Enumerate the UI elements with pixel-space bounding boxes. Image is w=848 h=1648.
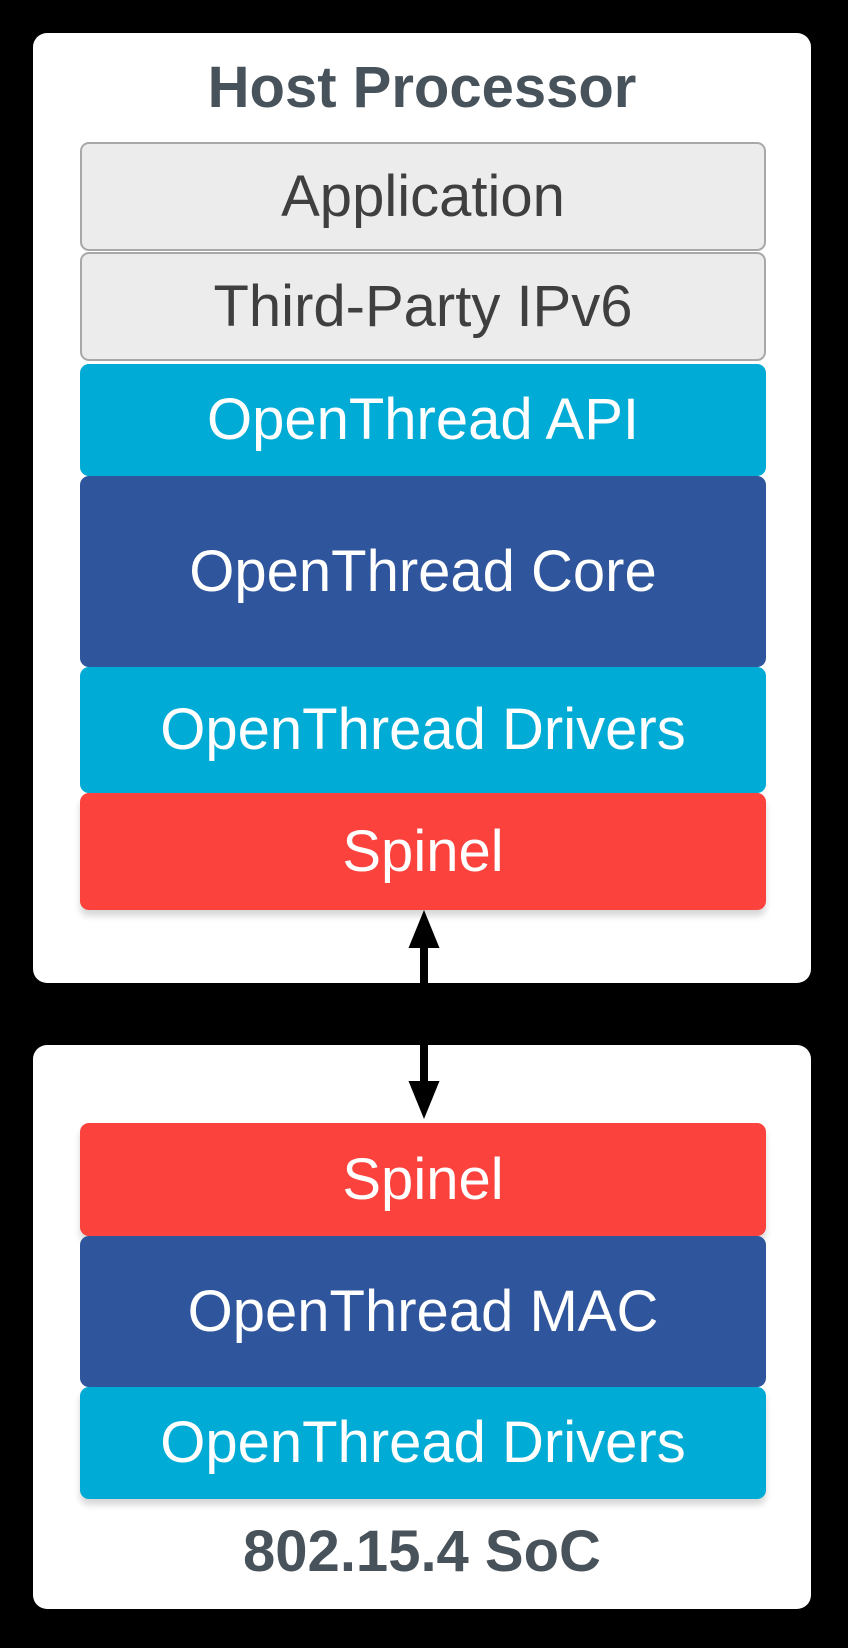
layer-third-party-ipv6-label: Third-Party IPv6 (213, 273, 633, 339)
soc-title: 802.15.4 SoC (243, 1519, 601, 1584)
host-processor-card: Host Processor Application Third-Party I… (33, 33, 811, 983)
layer-application-label: Application (281, 163, 565, 229)
layer-openthread-drivers-host: OpenThread Drivers (80, 667, 766, 793)
layer-openthread-mac-label: OpenThread MAC (187, 1278, 659, 1344)
layer-spinel-host-label: Spinel (342, 818, 504, 884)
soc-card: Spinel OpenThread MAC OpenThread Drivers… (33, 1045, 811, 1609)
layer-openthread-api: OpenThread API (80, 364, 766, 476)
layer-spinel-host: Spinel (80, 793, 766, 910)
layer-openthread-core: OpenThread Core (80, 476, 766, 667)
layer-openthread-core-label: OpenThread Core (189, 538, 657, 604)
layer-application: Application (80, 142, 766, 251)
layer-openthread-mac: OpenThread MAC (80, 1236, 766, 1387)
layer-openthread-drivers-soc-label: OpenThread Drivers (160, 1410, 686, 1475)
layer-third-party-ipv6: Third-Party IPv6 (80, 252, 766, 361)
layer-openthread-api-label: OpenThread API (206, 387, 640, 452)
host-processor-title: Host Processor (207, 55, 637, 120)
layer-spinel-soc: Spinel (80, 1123, 766, 1236)
layer-spinel-soc-label: Spinel (342, 1146, 504, 1212)
layer-openthread-drivers-soc: OpenThread Drivers (80, 1387, 766, 1499)
layer-openthread-drivers-host-label: OpenThread Drivers (160, 697, 686, 762)
